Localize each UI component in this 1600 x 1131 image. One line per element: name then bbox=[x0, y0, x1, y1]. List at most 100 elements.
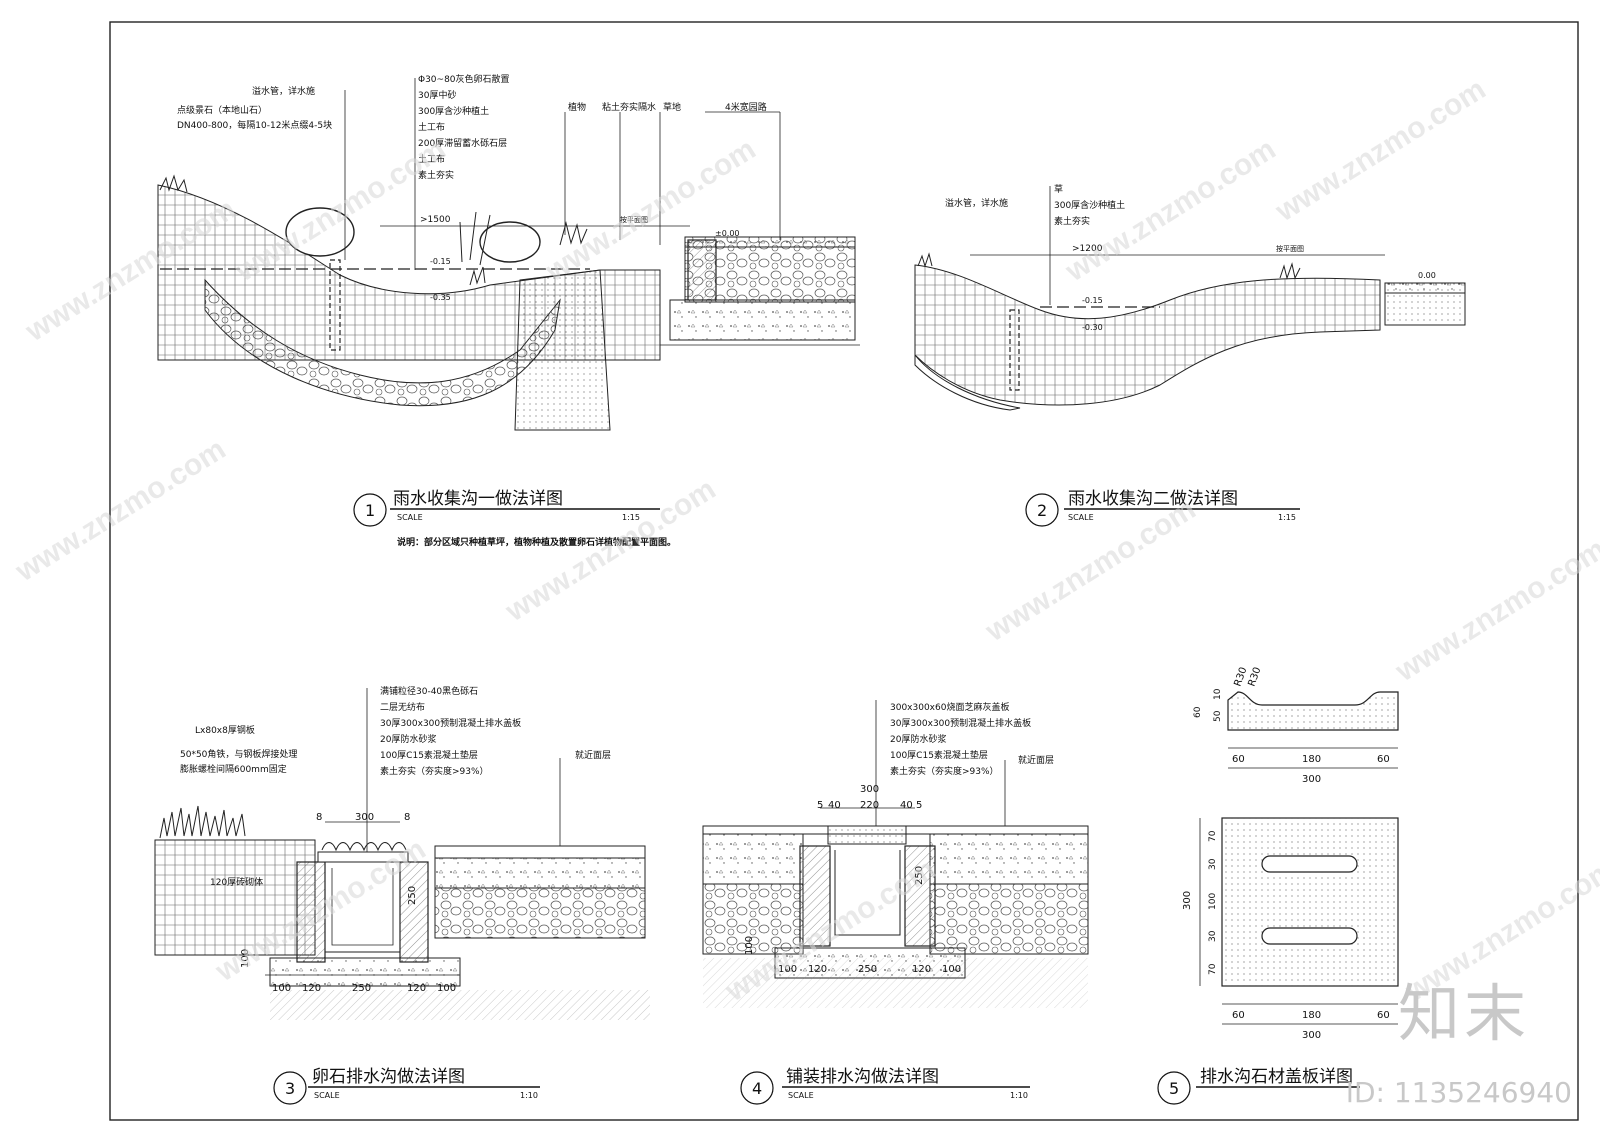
d2-scale: 1:15 bbox=[1278, 513, 1296, 522]
d3-left-callout-1: Lx80x8厚钢板 bbox=[195, 724, 255, 736]
d4-paving: 就近面层 bbox=[1018, 754, 1054, 766]
d5-side-2: 50 bbox=[1213, 710, 1223, 722]
d4-dim-bottom-1: 100 bbox=[778, 964, 797, 975]
d3-layer-6: 素土夯实（夯实度>93%） bbox=[380, 765, 489, 777]
d4-dim-bottom-5: 100 bbox=[942, 964, 961, 975]
d3-depth: 250 bbox=[407, 886, 418, 905]
d3-layer-1: 满铺粒径30-40黑色砾石 bbox=[380, 685, 478, 697]
d1-plants: 植物 bbox=[568, 101, 586, 113]
d1-elev2: -0.35 bbox=[430, 293, 451, 302]
d5-plan-side-3: 100 bbox=[1208, 893, 1218, 910]
d5-plan-side-1: 70 bbox=[1208, 830, 1218, 842]
d4-dim-top-5: 5 bbox=[916, 800, 922, 811]
detail-5-title: 5 排水沟石材盖板详图 bbox=[1157, 1067, 1360, 1105]
d2-elev2: -0.30 bbox=[1082, 323, 1103, 332]
d4-dim-bottom-2: 120 bbox=[808, 964, 827, 975]
d5-radius-2: R30 bbox=[1246, 666, 1263, 688]
d1-callout-rock-2: DN400-800，每隔10-12米点缀4-5块 bbox=[177, 119, 332, 131]
d3-scale-label: SCALE bbox=[314, 1091, 340, 1100]
d3-layer-2: 二层无纺布 bbox=[380, 701, 425, 713]
d5-plan-total: 300 bbox=[1182, 891, 1193, 910]
note: 说明：部分区域只种植草坪，植物种植及散置卵石详植物配置平面图。 bbox=[397, 536, 676, 548]
cover-slot-bottom bbox=[1261, 927, 1358, 945]
d1-layer-7: 素土夯实 bbox=[418, 169, 454, 181]
d1-scale: 1:15 bbox=[622, 513, 640, 522]
d2-scale-label: SCALE bbox=[1068, 513, 1094, 522]
d4-layer-1: 300x300x60烧面芝麻灰盖板 bbox=[890, 701, 1009, 713]
d3-dim-bottom-2: 120 bbox=[302, 983, 321, 994]
d1-callout-overflow: 溢水管，详水施 bbox=[252, 85, 315, 97]
d1-layer-2: 30厚中砂 bbox=[418, 89, 456, 101]
sheet-frame bbox=[109, 21, 1579, 1121]
d1-callout-rock-1: 点级景石（本地山石） bbox=[177, 104, 267, 116]
d1-layer-4: 土工布 bbox=[418, 121, 445, 133]
d1-road: 4米宽园路 bbox=[725, 101, 767, 113]
d4-scale-label: SCALE bbox=[788, 1091, 814, 1100]
d3-dim-top-3: 8 bbox=[404, 812, 410, 823]
d5-plan-side-2: 30 bbox=[1208, 858, 1218, 870]
d1-grass: 草地 bbox=[663, 101, 681, 113]
d4-layer-2: 30厚300x300预制混凝土排水盖板 bbox=[890, 717, 1031, 729]
d5-plan-dim-2: 180 bbox=[1302, 1010, 1321, 1021]
detail-1-labels: 溢水管，详水施 点级景石（本地山石） DN400-800，每隔10-12米点缀4… bbox=[177, 73, 767, 302]
detail-2-drawing bbox=[914, 186, 1466, 411]
detail-2-labels: 溢水管，详水施 草 300厚含沙种植土 素土夯实 >1200 按平面图 0.00… bbox=[945, 183, 1436, 332]
d5-total: 300 bbox=[1302, 774, 1321, 785]
d3-title: 卵石排水沟做法详图 bbox=[312, 1067, 465, 1087]
d2-width: >1200 bbox=[1072, 244, 1103, 254]
d5-dim-2: 180 bbox=[1302, 754, 1321, 765]
d4-layer-5: 素土夯实（夯实度>93%） bbox=[890, 765, 999, 777]
detail-3-title: 3 卵石排水沟做法详图 SCALE 1:10 bbox=[273, 1067, 540, 1105]
d3-num: 3 bbox=[285, 1079, 295, 1098]
d4-num: 4 bbox=[752, 1079, 762, 1098]
brand-logo: 知末 bbox=[1397, 977, 1530, 1050]
d4-scale: 1:10 bbox=[1010, 1091, 1028, 1100]
d4-title: 铺装排水沟做法详图 bbox=[786, 1067, 939, 1087]
d4-dim-top-3: 220 bbox=[860, 800, 879, 811]
detail-4-drawing bbox=[702, 700, 1089, 1008]
d2-layer-1: 草 bbox=[1054, 183, 1063, 195]
d4-dim-top-2: 40 bbox=[828, 800, 841, 811]
d4-layer-3: 20厚防水砂浆 bbox=[890, 733, 946, 745]
d3-dim-bottom-3: 250 bbox=[352, 983, 371, 994]
d3-left-callout-3: 膨胀螺栓间隔600mm固定 bbox=[180, 763, 287, 775]
d2-layer-2: 300厚含沙种植土 bbox=[1054, 199, 1125, 211]
d4-dim-top-1: 5 bbox=[817, 800, 823, 811]
document-id: ID: 1135246940 bbox=[1345, 1076, 1572, 1109]
landscape-rock-left bbox=[285, 207, 355, 257]
d5-dim-1: 60 bbox=[1232, 754, 1245, 765]
d3-base: 100 bbox=[240, 949, 251, 968]
d1-layer-6: 土工布 bbox=[418, 153, 445, 165]
d4-layer-4: 100厚C15素混凝土垫层 bbox=[890, 749, 988, 761]
d2-elev0: 0.00 bbox=[1418, 271, 1436, 280]
d3-dim-top-2: 300 bbox=[355, 812, 374, 823]
d3-dim-bottom-4: 120 bbox=[407, 983, 426, 994]
d3-wall: 120厚砖砌体 bbox=[210, 876, 263, 888]
d1-layer-3: 300厚含沙种植土 bbox=[418, 105, 489, 117]
d3-layer-5: 100厚C15素混凝土垫层 bbox=[380, 749, 478, 761]
detail-4-labels: 300x300x60烧面芝麻灰盖板 30厚300x300预制混凝土排水盖板 20… bbox=[744, 701, 1054, 975]
d1-layer-5: 200厚滞留蓄水砾石层 bbox=[418, 137, 507, 149]
d4-dim-top-total: 300 bbox=[860, 784, 879, 795]
d2-plan-ref: 按平面图 bbox=[1276, 244, 1304, 253]
d5-dim-3: 60 bbox=[1377, 754, 1390, 765]
cover-slot-top bbox=[1261, 855, 1358, 873]
d5-plan-side-5: 70 bbox=[1208, 963, 1218, 975]
d2-title: 雨水收集沟二做法详图 bbox=[1068, 489, 1238, 509]
d5-title: 排水沟石材盖板详图 bbox=[1200, 1067, 1353, 1087]
d1-title: 雨水收集沟一做法详图 bbox=[393, 489, 563, 509]
cover-plate-plan bbox=[1221, 817, 1399, 987]
d1-layer-1: Φ30~80灰色卵石散置 bbox=[418, 73, 510, 85]
d2-layer-3: 素土夯实 bbox=[1054, 215, 1090, 227]
d5-plan-dim-3: 60 bbox=[1377, 1010, 1390, 1021]
detail-3-labels: 满铺粒径30-40黑色砾石 二层无纺布 30厚300x300预制混凝土排水盖板 … bbox=[180, 685, 611, 994]
d5-side-1: 10 bbox=[1213, 688, 1223, 700]
d5-plan-dim-1: 60 bbox=[1232, 1010, 1245, 1021]
detail-5-drawing bbox=[1199, 691, 1399, 1025]
d5-num: 5 bbox=[1169, 1079, 1179, 1098]
d1-width: >1500 bbox=[420, 215, 451, 225]
d3-left-callout-2: 50*50角铁，与钢板焊接处理 bbox=[180, 748, 297, 760]
d3-layer-4: 20厚防水砂浆 bbox=[380, 733, 436, 745]
d4-dim-top-4: 40 bbox=[900, 800, 913, 811]
